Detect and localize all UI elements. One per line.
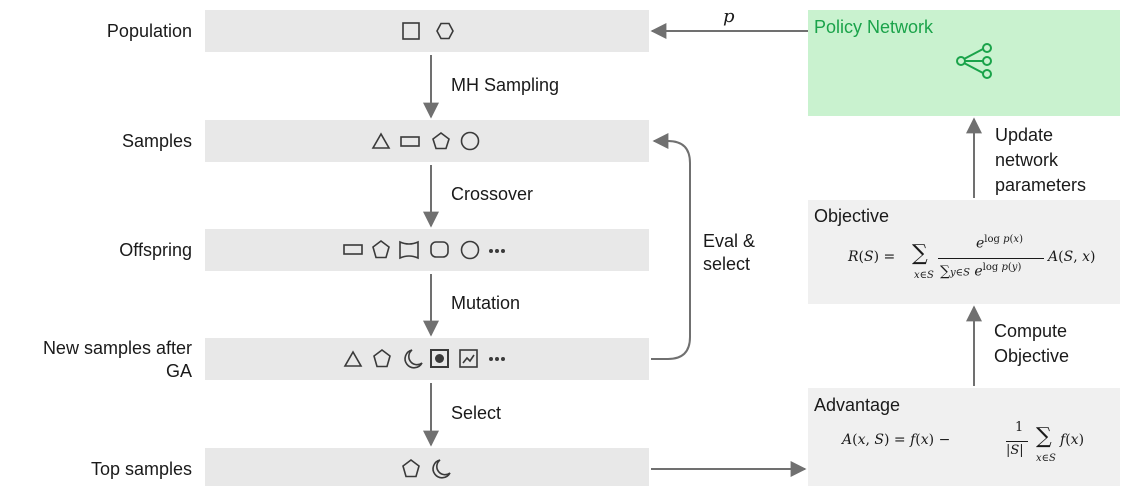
new-samples-label-line2: GA — [165, 361, 192, 381]
hexagon-icon — [436, 22, 454, 40]
square-icon — [402, 22, 420, 40]
samples-row — [205, 120, 649, 162]
offspring-row — [205, 229, 649, 271]
objective-formula-text: R(S) = Σ_{x∈S} e^{log p(x)} / Σ_{y∈S} e^… — [846, 236, 847, 237]
ellipsis-icon — [489, 249, 505, 253]
mutation-label: Mutation — [451, 293, 521, 313]
top-samples-row — [205, 448, 649, 486]
offspring-label: Offspring — [119, 240, 192, 260]
rounded-square-icon — [430, 241, 449, 258]
samples-label: Samples — [121, 131, 192, 151]
update-label-line1: Update — [995, 125, 1054, 145]
advantage-title: Advantage — [814, 395, 901, 415]
pentagon-icon — [432, 132, 450, 150]
advantage-formula: A(x, S) = f(x) − (1/|S|) Σ_{x∈S} f(x) A(… — [842, 420, 1085, 464]
objective-title: Objective — [814, 206, 890, 226]
eval-select-label-line1: Eval & — [703, 231, 756, 251]
population-row — [205, 10, 649, 52]
flag-icon — [399, 240, 419, 260]
compute-label-line2: Objective — [994, 346, 1070, 366]
update-label-line3: parameters — [995, 175, 1087, 195]
objective-formula: R(S) = Σ_{x∈S} e^{log p(x)} / Σ_{y∈S} e^… — [846, 234, 1096, 281]
new-samples-row — [205, 338, 649, 380]
eval-select-arrow — [651, 133, 691, 360]
crossover-label: Crossover — [451, 184, 534, 204]
top-samples-label: Top samples — [90, 459, 192, 479]
rectangle-icon — [343, 244, 363, 255]
rectangle-icon — [400, 136, 420, 147]
circle-icon — [460, 131, 480, 151]
population-label: Population — [106, 21, 192, 41]
pentagon-icon — [372, 240, 390, 259]
eval-select-label-line2: select — [703, 254, 751, 274]
dot-square-center — [435, 354, 444, 363]
dot-square-icon — [430, 349, 449, 368]
compute-label-line1: Compute — [994, 321, 1068, 341]
select-label: Select — [451, 403, 502, 423]
pentagon-icon — [402, 459, 420, 478]
policy-edge-label: p — [723, 6, 735, 27]
chart-line-icon — [462, 354, 475, 364]
moon-icon — [404, 349, 423, 369]
triangle-icon — [371, 132, 391, 149]
circle-icon — [460, 240, 480, 260]
ellipsis-icon — [489, 357, 505, 361]
update-label-line2: network — [995, 150, 1059, 170]
pentagon-icon — [373, 349, 391, 368]
objective-box — [808, 200, 1120, 304]
policy-network-title: Policy Network — [814, 17, 934, 37]
share-network-icon — [956, 43, 992, 79]
mh-sampling-label: MH Sampling — [451, 75, 560, 95]
advantage-formula-text: A(x, S) = f(x) − (1/|S|) Σ_{x∈S} f(x) — [842, 424, 843, 425]
chart-square-icon — [459, 349, 478, 368]
advantage-box — [808, 388, 1120, 486]
new-samples-label-line1: New samples after — [42, 338, 192, 358]
moon-icon — [432, 459, 451, 479]
triangle-icon — [343, 350, 363, 367]
